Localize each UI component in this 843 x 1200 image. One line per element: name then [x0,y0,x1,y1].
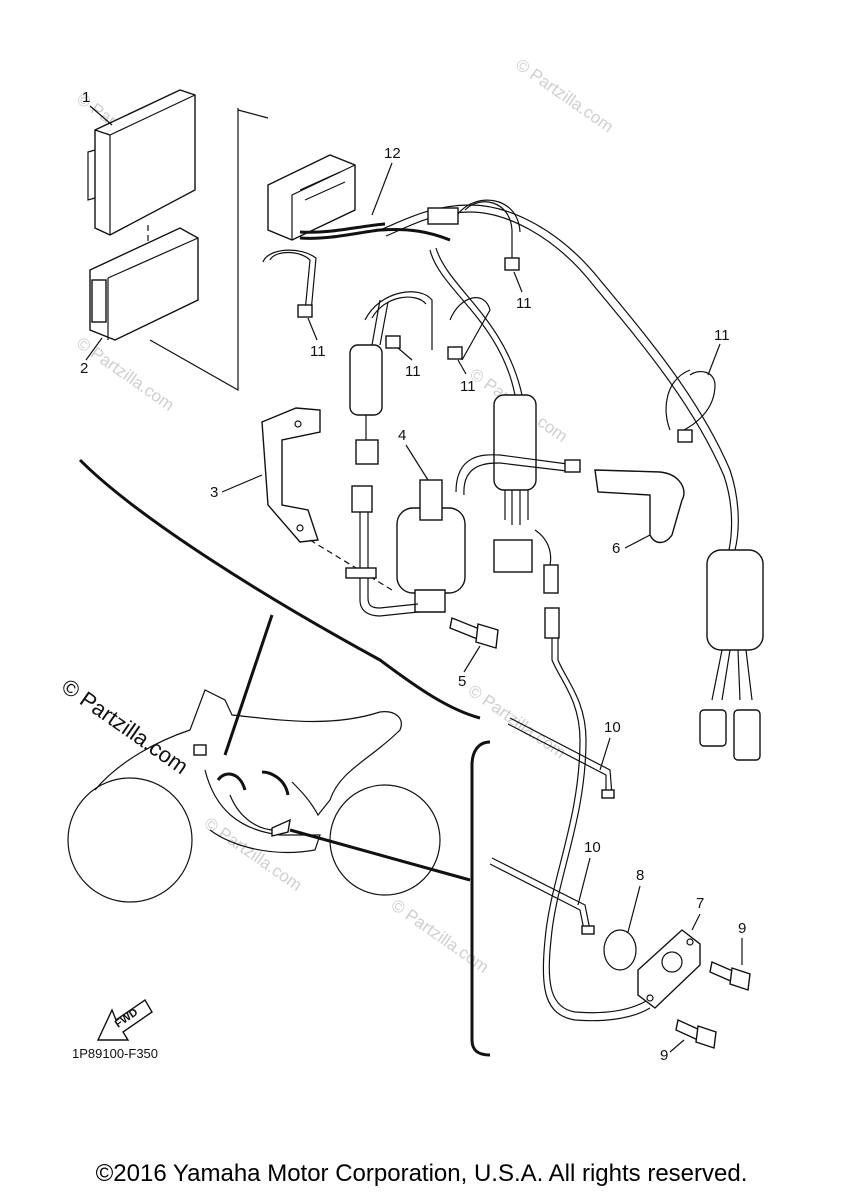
part-2-holder [89,227,199,341]
detail-outline [78,458,481,720]
leader-line [307,317,318,341]
dash-line [149,108,239,392]
callout-11: 11 [460,378,476,395]
copyright-notice: ©2016 Yamaha Motor Corporation, U.S.A. A… [95,1160,748,1187]
part-3-bracket [261,407,321,543]
watermark: © Partzilla.com [388,895,493,976]
callout-11: 11 [405,363,421,380]
leader-line [463,645,481,673]
callout-11: 11 [714,327,730,344]
callout-12: 12 [384,145,401,162]
callout-10: 10 [604,719,621,736]
leader-line [691,913,701,931]
watermark: © Partzilla.com [512,55,617,136]
callout-9: 9 [660,1047,668,1064]
leader-line [405,444,429,481]
callout-8: 8 [636,867,644,884]
part-11-cable-ties [262,199,716,443]
leader-line [577,857,591,906]
dash-line [309,539,393,591]
callout-3: 3 [210,484,218,501]
callout-10: 10 [584,839,601,856]
callout-11: 11 [310,343,326,360]
part-12-wire-harness [267,154,739,551]
callout-9: 9 [738,920,746,937]
motorcycle-locator [67,689,441,903]
detail-outline [470,740,491,1057]
leader-line [89,105,113,126]
callout-5: 5 [458,673,466,690]
leader-line [371,162,393,216]
leader-line [627,885,641,933]
sensor-wire [542,607,651,1022]
callout-1: 1 [82,89,90,106]
callout-2: 2 [80,360,88,377]
part-1-cdi-unit [87,89,196,236]
watermark: © Partzilla.com [73,333,178,414]
part-7-sensor [637,929,701,1009]
callout-11: 11 [516,295,532,312]
callout-7: 7 [696,895,704,912]
wire [429,249,516,396]
leader-line [397,347,413,361]
leader-line [221,474,263,493]
leader-line [707,343,721,376]
callout-line-sensor [289,828,471,882]
callout-4: 4 [398,427,406,444]
callout-6: 6 [612,540,620,557]
leader-line [624,534,651,549]
part-5-bolt [449,617,499,649]
part-8-o-ring [603,929,637,971]
leader-line [669,1039,685,1053]
part-6-plug-cap [594,469,685,544]
wire [371,299,389,346]
callout-line-engine [223,614,274,756]
wire [435,247,523,396]
part-4-ignition-coil [396,454,581,613]
wire-junction-cylinder-right [699,549,764,761]
watermark: © Partzilla.com [201,814,306,895]
dash-line [237,109,269,119]
part-9-screws [675,961,751,1049]
leader-line [599,737,611,771]
wire-lower-left [345,485,419,617]
fwd-arrow-icon: FWD [96,998,153,1041]
part-10-cable-bands [489,717,615,935]
leader-line [457,359,467,375]
diagram-code: 1P89100-F350 [72,1046,158,1061]
leader-line [85,337,103,361]
leader-line [513,271,523,293]
wire-connector-cylinder [349,344,383,465]
